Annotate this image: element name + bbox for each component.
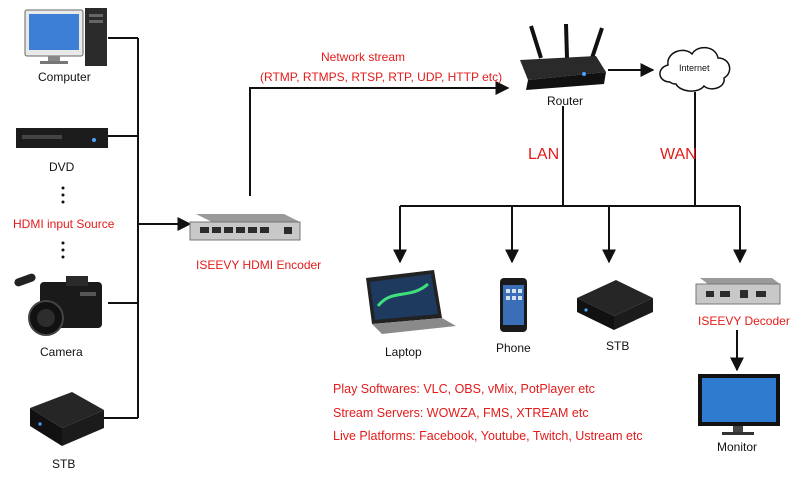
- stb-source-icon: [30, 392, 104, 446]
- lan-wan-lines: [393, 92, 747, 372]
- note-play-softwares: Play Softwares: VLC, OBS, vMix, PotPlaye…: [333, 382, 595, 396]
- decoder-label: ISEEVY Decoder: [698, 314, 790, 328]
- lan-label: LAN: [528, 146, 560, 163]
- phone-icon: [500, 278, 527, 332]
- note-stream-servers: Stream Servers: WOWZA, FMS, XTREAM etc: [333, 406, 589, 420]
- computer-icon: [24, 8, 107, 66]
- internet-cloud-icon: [659, 46, 731, 92]
- hdmi-input-label: HDMI input Source: [13, 217, 115, 231]
- dvd-icon: [16, 128, 108, 148]
- stb-client-icon: [577, 280, 653, 330]
- monitor-label: Monitor: [717, 440, 758, 454]
- stb-client-label: STB: [606, 339, 630, 353]
- network-stream-line: [249, 81, 510, 196]
- computer-label: Computer: [38, 70, 91, 84]
- decoder-icon: [695, 278, 781, 305]
- note-live-platforms: Live Platforms: Facebook, Youtube, Twitc…: [333, 429, 643, 443]
- network-stream-title: Network stream: [321, 50, 406, 64]
- monitor-icon: [698, 374, 780, 435]
- network-stream-protocols: (RTMP, RTMPS, RTSP, RTP, UDP, HTTP etc): [260, 70, 503, 84]
- router-icon: [520, 23, 606, 90]
- encoder-label: ISEEVY HDMI Encoder: [196, 258, 322, 272]
- dvd-label: DVD: [49, 160, 75, 174]
- internet-label: Internet: [679, 63, 710, 73]
- source-bus: [100, 37, 192, 419]
- laptop-label: Laptop: [385, 345, 422, 359]
- wan-label: WAN: [660, 146, 697, 163]
- router-label: Router: [547, 94, 584, 108]
- more-sources-dots: [61, 186, 65, 259]
- encoder-icon: [189, 214, 301, 241]
- laptop-icon: [366, 270, 456, 334]
- camera-label: Camera: [40, 345, 83, 359]
- stb-source-label: STB: [52, 457, 76, 471]
- phone-label: Phone: [496, 341, 531, 355]
- camera-icon: [14, 273, 102, 336]
